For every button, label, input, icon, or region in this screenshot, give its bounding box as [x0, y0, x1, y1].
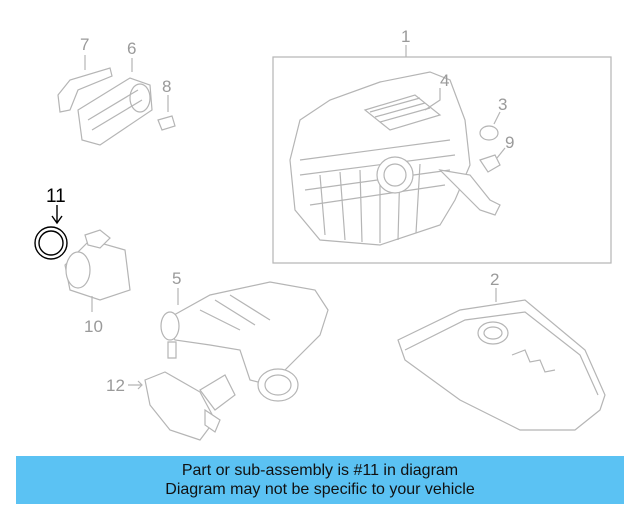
part-5-intake-hose	[160, 281, 329, 402]
part-3-seal	[479, 125, 499, 141]
callout-4: 4	[440, 71, 450, 90]
parts-diagram: 1 2 3 4 5 6 7 8 9 10 11 12	[34, 27, 612, 441]
part-9-clip	[479, 154, 501, 173]
leader-12	[128, 380, 143, 390]
leader-11	[51, 205, 63, 225]
info-banner: Part or sub-assembly is #11 in diagram D…	[16, 456, 624, 504]
callout-12: 12	[106, 376, 125, 395]
part-1-airbox	[272, 45, 612, 264]
callout-1: 1	[401, 27, 411, 46]
callout-3: 3	[498, 95, 508, 114]
callout-8: 8	[162, 77, 172, 96]
part-11-ring	[34, 226, 68, 260]
callout-11-highlighted: 11	[46, 186, 66, 207]
callout-9: 9	[505, 133, 515, 152]
part-12-breather-hose	[144, 371, 236, 441]
callout-2: 2	[490, 270, 500, 289]
banner-line-part: Part or sub-assembly is #11 in diagram	[181, 462, 459, 479]
part-7-bracket	[57, 67, 113, 113]
callout-7: 7	[80, 35, 90, 54]
leader-4	[424, 88, 441, 111]
part-10-maf-sensor	[64, 229, 131, 301]
banner-line-disclaimer: Diagram may not be specific to your vehi…	[165, 481, 475, 498]
part-2-engine-cover	[397, 299, 606, 431]
part-6-resonator	[77, 77, 153, 146]
callout-10: 10	[84, 317, 103, 336]
part-8-grommet	[157, 115, 176, 131]
diagram-drawing	[34, 45, 612, 441]
leader-9	[496, 147, 506, 159]
leader-3	[493, 111, 501, 125]
part-11-ring-inner	[38, 230, 64, 256]
callout-6: 6	[127, 39, 137, 58]
callout-5: 5	[172, 269, 182, 288]
